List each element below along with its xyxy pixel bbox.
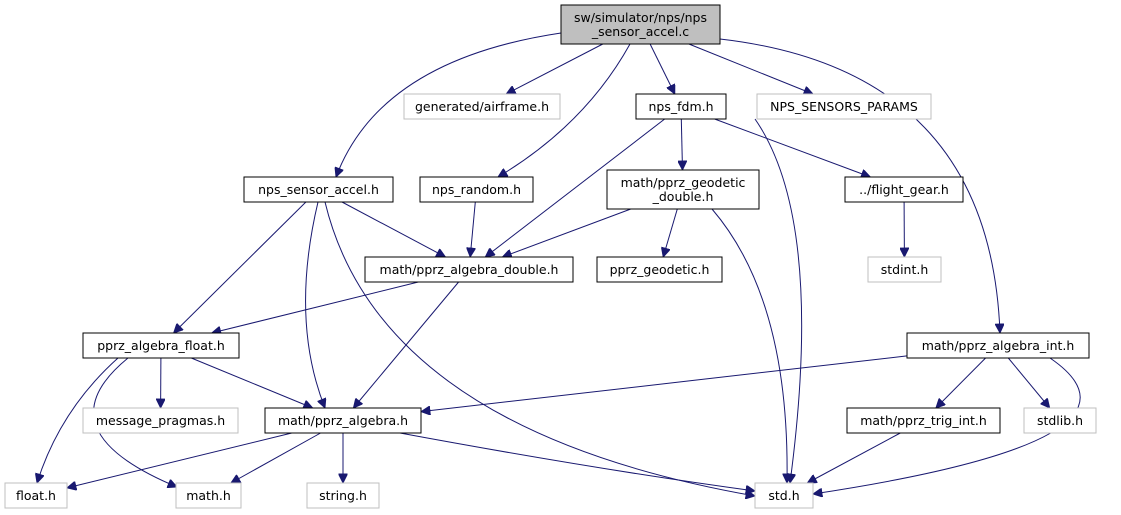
node-box-string_h xyxy=(306,482,380,509)
edge-pprz_algebra_int-to-pprz_trig_int xyxy=(936,357,986,408)
node-box-pprz_algebra_float xyxy=(82,332,240,359)
node-box-float_h xyxy=(4,482,68,509)
node-math_h: math.h xyxy=(175,482,242,509)
node-label-message_pragmas-0: message_pragmas.h xyxy=(96,413,225,428)
node-pprz_algebra_float[interactable]: pprz_algebra_float.h xyxy=(82,332,240,359)
edge-root-to-nps_sensors_params xyxy=(688,43,813,94)
node-label-pprz_algebra_double-0: math/pprz_algebra_double.h xyxy=(380,262,559,277)
node-label-pprz_algebra-0: math/pprz_algebra.h xyxy=(278,413,408,428)
edge-pprz_algebra_double-to-pprz_algebra_float xyxy=(212,281,419,333)
node-label-pprz_trig_int-0: math/pprz_trig_int.h xyxy=(860,413,987,428)
edge-nps_sensor_accel-to-std_h xyxy=(324,201,755,496)
node-label-pprz_algebra_int-0: math/pprz_algebra_int.h xyxy=(922,338,1075,353)
node-label-nps_sensors_params-0: NPS_SENSORS_PARAMS xyxy=(770,99,918,114)
edge-pprz_algebra-to-float_h xyxy=(67,432,292,488)
edge-root-to-nps_random xyxy=(498,43,631,177)
node-box-math_h xyxy=(175,482,242,509)
node-label-flight_gear-0: ../flight_gear.h xyxy=(859,182,949,197)
node-box-root xyxy=(560,4,721,45)
edge-nps_sensor_accel-to-pprz_algebra_double xyxy=(341,201,446,257)
edge-pprz_algebra_float-to-float_h xyxy=(37,357,119,483)
edge-root-to-pprz_algebra_int xyxy=(719,38,1000,333)
node-pprz_trig_int[interactable]: math/pprz_trig_int.h xyxy=(846,407,1001,434)
edge-pprz_geodetic_double-to-std_h xyxy=(711,208,787,483)
node-label-pprz_geodetic_double-0: math/pprz_geodetic xyxy=(621,175,746,190)
edge-pprz_trig_int-to-std_h xyxy=(807,432,901,483)
edge-pprz_geodetic_double-to-pprz_geodetic xyxy=(663,208,678,257)
node-root[interactable]: sw/simulator/nps/nps_sensor_accel.c xyxy=(560,4,721,45)
node-label-stdint-0: stdint.h xyxy=(881,262,929,277)
node-generated_airframe: generated/airframe.h xyxy=(403,93,561,120)
node-pprz_algebra_int[interactable]: math/pprz_algebra_int.h xyxy=(906,332,1090,359)
edge-pprz_geodetic_double-to-pprz_algebra_double xyxy=(502,208,631,257)
edge-nps_sensor_accel-to-pprz_algebra_float xyxy=(174,201,307,333)
node-label-math_h-0: math.h xyxy=(186,488,231,503)
node-box-pprz_algebra xyxy=(264,407,422,434)
node-message_pragmas: message_pragmas.h xyxy=(82,407,239,434)
edge-root-to-generated_airframe xyxy=(506,43,604,94)
node-label-nps_random-0: nps_random.h xyxy=(432,182,521,197)
node-box-nps_random xyxy=(419,176,534,203)
node-pprz_algebra[interactable]: math/pprz_algebra.h xyxy=(264,407,422,434)
edge-root-to-nps_sensor_accel xyxy=(336,32,562,177)
node-box-stdlib xyxy=(1023,407,1097,434)
node-nps_fdm[interactable]: nps_fdm.h xyxy=(635,93,727,120)
edge-pprz_algebra_float-to-pprz_algebra xyxy=(191,357,312,408)
node-box-pprz_algebra_double xyxy=(364,256,574,283)
node-label-string_h-0: string.h xyxy=(319,488,367,503)
node-label-pprz_geodetic_double-1: _double.h xyxy=(652,189,714,204)
edge-nps_fdm-to-pprz_geodetic_double xyxy=(681,118,682,170)
edge-pprz_algebra-to-std_h xyxy=(399,432,755,491)
edge-nps_random-to-pprz_algebra_double xyxy=(470,201,476,257)
node-box-std_h xyxy=(754,482,814,509)
node-flight_gear[interactable]: ../flight_gear.h xyxy=(844,176,964,203)
node-float_h: float.h xyxy=(4,482,68,509)
nodes-layer: sw/simulator/nps/nps_sensor_accel.cgener… xyxy=(4,4,1097,509)
node-label-std_h-0: std.h xyxy=(768,488,799,503)
node-pprz_geodetic_double[interactable]: math/pprz_geodetic_double.h xyxy=(606,169,760,210)
node-label-generated_airframe-0: generated/airframe.h xyxy=(415,99,549,114)
node-box-nps_sensor_accel xyxy=(243,176,394,203)
edge-pprz_algebra-to-math_h xyxy=(231,432,321,483)
node-box-nps_fdm xyxy=(635,93,727,120)
node-std_h: std.h xyxy=(754,482,814,509)
edge-nps_fdm-to-pprz_algebra_double xyxy=(485,118,666,257)
node-label-float_h-0: float.h xyxy=(16,488,56,503)
node-stdlib: stdlib.h xyxy=(1023,407,1097,434)
node-label-pprz_algebra_float-0: pprz_algebra_float.h xyxy=(97,338,225,353)
node-string_h: string.h xyxy=(306,482,380,509)
node-box-message_pragmas xyxy=(82,407,239,434)
edge-nps_sensor_accel-to-pprz_algebra xyxy=(305,201,325,408)
node-nps_random[interactable]: nps_random.h xyxy=(419,176,534,203)
node-label-root-1: _sensor_accel.c xyxy=(591,24,689,39)
node-box-pprz_algebra_int xyxy=(906,332,1090,359)
node-box-pprz_geodetic_double xyxy=(606,169,760,210)
node-box-stdint xyxy=(867,256,942,283)
node-stdint: stdint.h xyxy=(867,256,942,283)
node-label-root-0: sw/simulator/nps/nps xyxy=(574,10,707,25)
edge-root-to-nps_fdm xyxy=(649,43,675,94)
node-box-generated_airframe xyxy=(403,93,561,120)
node-pprz_algebra_double[interactable]: math/pprz_algebra_double.h xyxy=(364,256,574,283)
edge-pprz_algebra_int-to-pprz_algebra xyxy=(421,355,908,412)
node-box-flight_gear xyxy=(844,176,964,203)
node-box-pprz_geodetic xyxy=(596,256,723,283)
node-box-pprz_trig_int xyxy=(846,407,1001,434)
edge-nps_fdm-to-flight_gear xyxy=(714,118,871,177)
edge-pprz_algebra_double-to-pprz_algebra xyxy=(353,281,459,408)
edge-pprz_algebra_int-to-stdlib xyxy=(1007,357,1049,408)
node-label-nps_fdm-0: nps_fdm.h xyxy=(648,99,713,114)
edge-nps_fdm-to-std_h xyxy=(754,118,803,483)
node-label-nps_sensor_accel-0: nps_sensor_accel.h xyxy=(258,182,379,197)
node-nps_sensors_params: NPS_SENSORS_PARAMS xyxy=(756,93,932,120)
node-box-nps_sensors_params xyxy=(756,93,932,120)
node-pprz_geodetic[interactable]: pprz_geodetic.h xyxy=(596,256,723,283)
node-nps_sensor_accel[interactable]: nps_sensor_accel.h xyxy=(243,176,394,203)
node-label-stdlib-0: stdlib.h xyxy=(1037,413,1083,428)
node-label-pprz_geodetic-0: pprz_geodetic.h xyxy=(610,262,710,277)
